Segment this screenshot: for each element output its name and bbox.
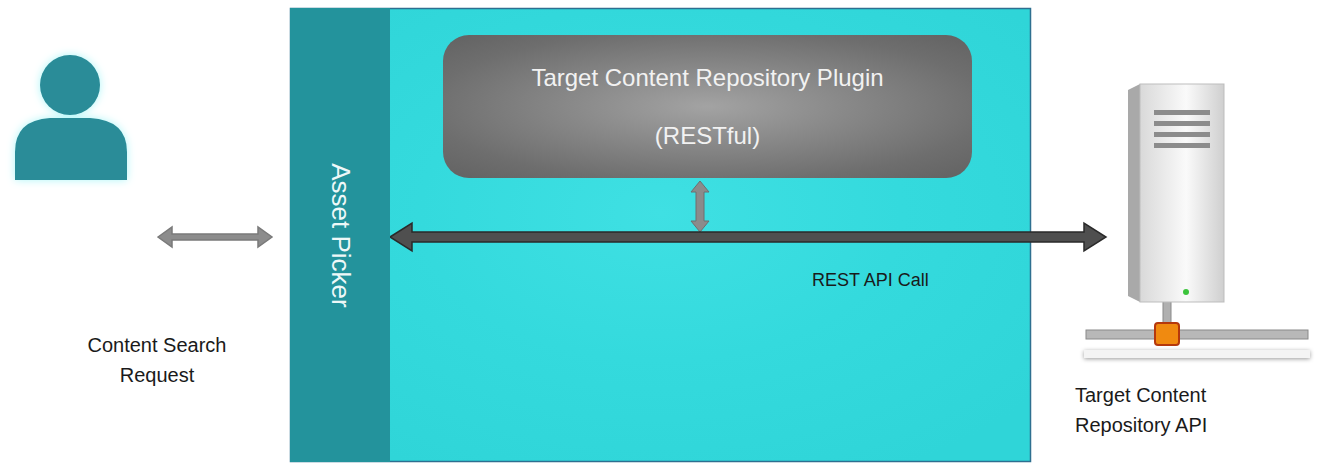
drive-slot xyxy=(1154,110,1210,115)
network-bar xyxy=(1086,330,1308,339)
user-figure: Content Search Request xyxy=(10,40,150,250)
drive-slot xyxy=(1154,132,1210,137)
node-label: Target Content Repository API xyxy=(1075,380,1240,440)
server-figure: Target Content Repository API xyxy=(1106,70,1310,370)
server-icon xyxy=(1106,70,1310,370)
tower-front xyxy=(1140,84,1224,302)
box-label: (RESTful) xyxy=(655,122,760,150)
plugin-link-arrow xyxy=(691,181,709,232)
edge-label: REST API Call xyxy=(812,270,929,291)
network-hub xyxy=(1155,323,1179,345)
user-head xyxy=(40,55,100,115)
user-icon xyxy=(10,40,150,200)
node-label: Asset Picker xyxy=(325,163,356,308)
drive-slot xyxy=(1154,121,1210,126)
plugin-box: Target Content Repository Plugin (RESTful… xyxy=(443,35,972,178)
rest-call-arrow xyxy=(390,223,1106,251)
power-led xyxy=(1183,289,1189,295)
network-base xyxy=(1084,350,1310,358)
request-arrow xyxy=(158,227,272,247)
drive-slot xyxy=(1154,143,1210,148)
user-body xyxy=(15,118,127,180)
box-label: Target Content Repository Plugin xyxy=(531,64,883,92)
tower-side xyxy=(1128,84,1140,302)
asset-picker-band: Asset Picker xyxy=(290,8,390,462)
node-label: Content Search Request xyxy=(72,330,242,390)
